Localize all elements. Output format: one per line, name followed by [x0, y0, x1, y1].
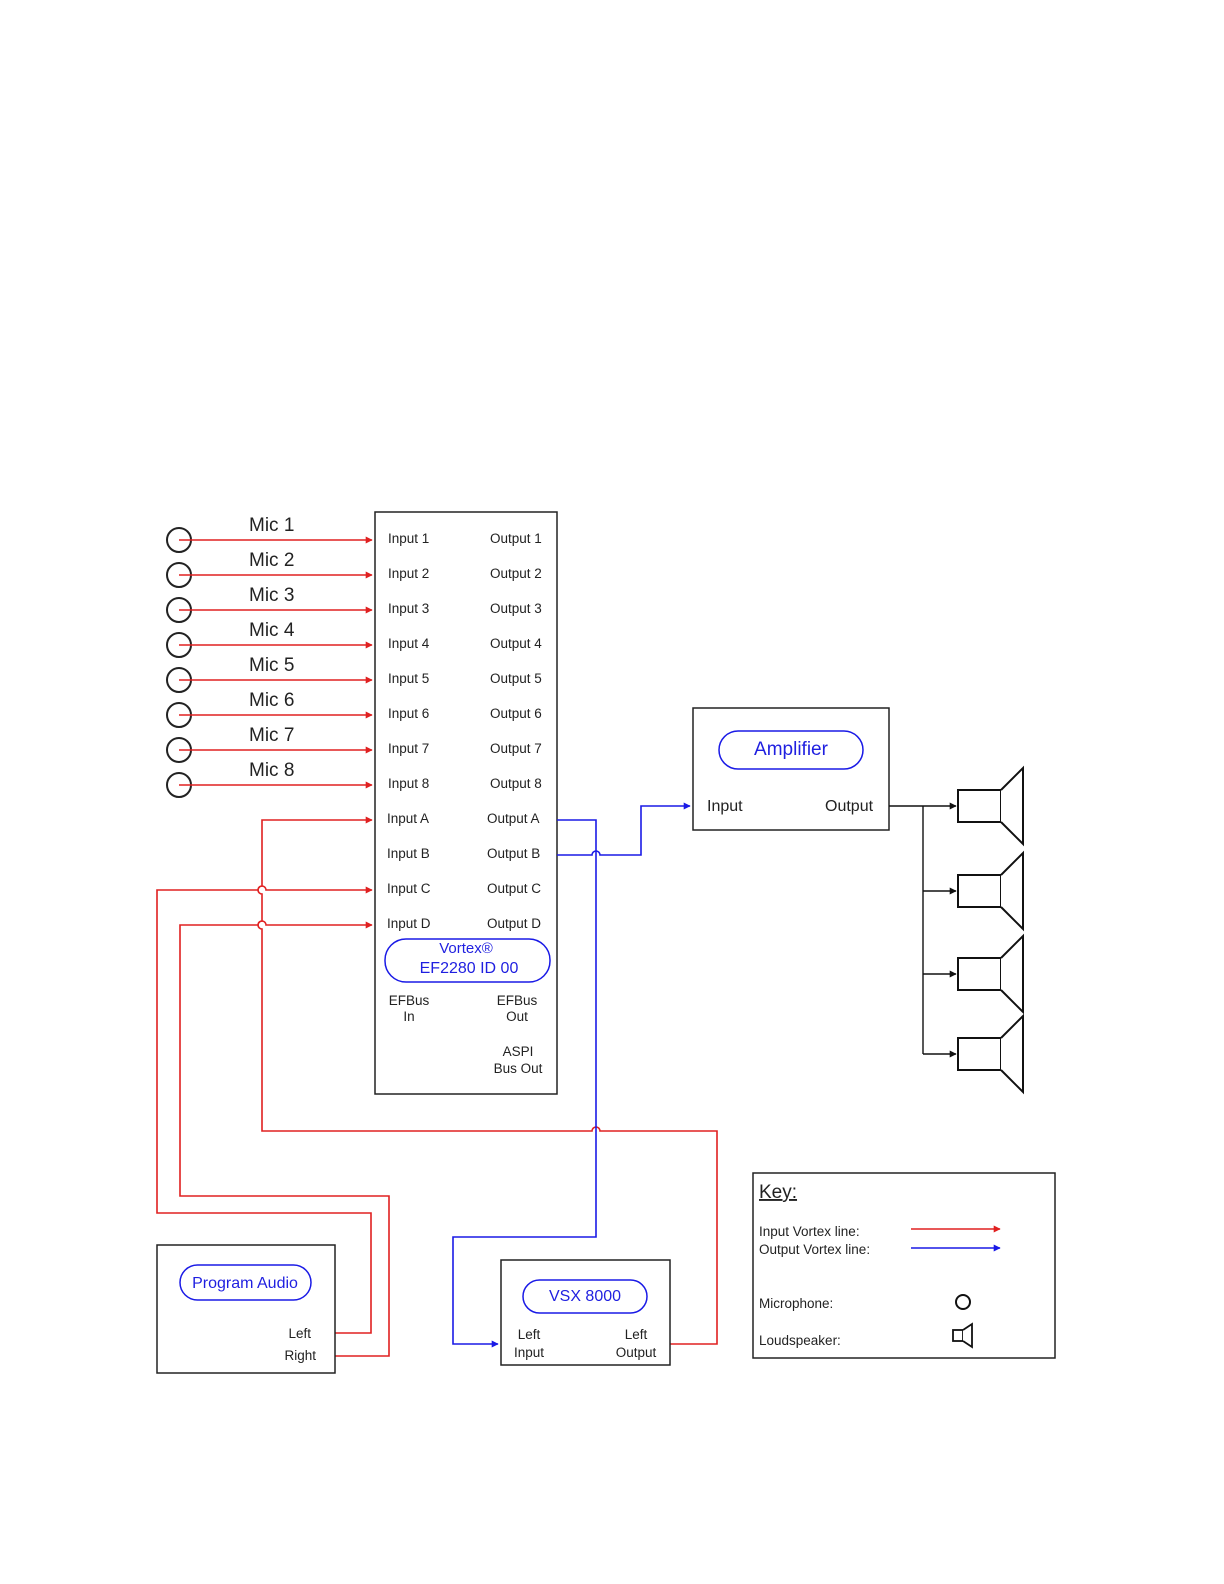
mic-5-label: Mic 5 — [249, 655, 294, 676]
vortex-output-label: Output 7 — [490, 741, 542, 756]
vsx-left-output-label: Output — [616, 1345, 657, 1360]
mic-3: Mic 3 — [166, 585, 373, 623]
efbus-in-label: In — [403, 1009, 414, 1024]
vortex-output-label: Output 2 — [490, 566, 542, 581]
program-audio-left-label: Left — [288, 1326, 311, 1341]
output-a-to-vsx-wire — [452, 819, 597, 1348]
vortex-input-label: Input 4 — [388, 636, 430, 651]
vortex-output-label: Output D — [487, 916, 541, 931]
vsx-left-output-label: Left — [625, 1327, 648, 1342]
loudspeaker-icon — [957, 1013, 1024, 1095]
amplifier-input-label: Input — [707, 798, 743, 815]
loudspeaker-icon — [952, 1322, 973, 1349]
vortex-name-line2: EF2280 ID 00 — [420, 960, 519, 977]
vortex-output-label: Output 1 — [490, 531, 542, 546]
vsx-left-input-label: Left — [518, 1327, 541, 1342]
legend-microphone-label: Microphone: — [759, 1296, 833, 1311]
loudspeaker-icon — [957, 850, 1024, 932]
mic-1-label: Mic 1 — [249, 515, 294, 536]
mic-8: Mic 8 — [166, 760, 373, 798]
vortex-output-label: Output 5 — [490, 671, 542, 686]
mic-3-label: Mic 3 — [249, 585, 294, 606]
mic-4: Mic 4 — [166, 620, 373, 658]
vortex-output-label: Output 4 — [490, 636, 542, 651]
program-audio-right-label: Right — [284, 1348, 316, 1363]
mic-7: Mic 7 — [166, 725, 373, 763]
vsx-title-badge — [522, 1279, 648, 1314]
aspi-bus-out-label: Bus Out — [494, 1061, 543, 1076]
mic-1: Mic 1 — [166, 515, 373, 553]
vortex-name-badge — [384, 938, 551, 983]
legend-input-line-label: Input Vortex line: — [759, 1224, 860, 1239]
amplifier-unit: Amplifier Input Output — [692, 707, 890, 831]
mic-7-label: Mic 7 — [249, 725, 294, 746]
vsx-left-input-label: Input — [514, 1345, 544, 1360]
vortex-outputs: Output 1 Output 2 Output 3 Output 4 Outp… — [487, 531, 542, 931]
speaker-feed — [889, 802, 957, 1058]
vortex-input-label: Input B — [387, 846, 430, 861]
vortex-output-label: Output C — [487, 881, 541, 896]
legend-title: Key: — [759, 1182, 797, 1203]
mic-2: Mic 2 — [166, 550, 373, 588]
efbus-out-label: Out — [506, 1009, 528, 1024]
vortex-input-label: Input 1 — [388, 531, 429, 546]
vortex-output-label: Output A — [487, 811, 540, 826]
program-left-to-input-c-wire — [156, 885, 373, 1334]
output-b-to-amplifier-wire — [557, 802, 691, 856]
vortex-box — [374, 511, 558, 1095]
efbus-in-label: EFBus — [389, 993, 430, 1008]
vortex-output-label: Output 3 — [490, 601, 542, 616]
program-right-to-input-d-wire — [179, 920, 390, 1357]
microphone-icon — [955, 1294, 971, 1310]
amplifier-title: Amplifier — [754, 739, 829, 760]
loudspeaker-icon — [957, 765, 1024, 847]
vortex-input-label: Input D — [387, 916, 431, 931]
amplifier-output-label: Output — [825, 798, 874, 815]
legend: Key: Input Vortex line: Output Vortex li… — [752, 1172, 1056, 1359]
mic-8-label: Mic 8 — [249, 760, 294, 781]
amplifier-title-badge — [718, 730, 864, 770]
vortex-output-label: Output 8 — [490, 776, 542, 791]
speakers — [957, 765, 1024, 1095]
vortex-unit: Input 1 Input 2 Input 3 Input 4 Input 5 … — [374, 511, 558, 1095]
vortex-input-label: Input 3 — [388, 601, 429, 616]
mic-2-label: Mic 2 — [249, 550, 294, 571]
legend-box — [752, 1172, 1056, 1359]
legend-output-line-label: Output Vortex line: — [759, 1242, 870, 1257]
vortex-output-label: Output B — [487, 846, 540, 861]
efbus-out-label: EFBus — [497, 993, 538, 1008]
microphones: Mic 1 Mic 2 Mic 3 Mic 4 Mic 5 Mic 6 — [166, 515, 373, 798]
loudspeaker-icon — [957, 933, 1024, 1015]
vortex-input-label: Input 6 — [388, 706, 429, 721]
program-audio-title: Program Audio — [192, 1275, 298, 1292]
vortex-name-line1: Vortex® — [439, 940, 493, 957]
vsx-unit: VSX 8000 Left Input Left Output — [500, 1259, 671, 1366]
vortex-input-label: Input 8 — [388, 776, 429, 791]
aspi-bus-out-label: ASPI — [503, 1044, 534, 1059]
mic-6: Mic 6 — [166, 690, 373, 728]
vortex-input-label: Input 5 — [388, 671, 429, 686]
mic-6-label: Mic 6 — [249, 690, 294, 711]
vsx-title: VSX 8000 — [549, 1288, 621, 1305]
vortex-inputs: Input 1 Input 2 Input 3 Input 4 Input 5 … — [387, 531, 431, 931]
vortex-output-label: Output 6 — [490, 706, 542, 721]
legend-loudspeaker-label: Loudspeaker: — [759, 1333, 841, 1348]
program-audio-title-badge — [179, 1264, 312, 1301]
program-audio-unit: Program Audio Left Right — [156, 1244, 336, 1374]
vortex-input-label: Input C — [387, 881, 431, 896]
mic-4-label: Mic 4 — [249, 620, 295, 641]
mic-5: Mic 5 — [166, 655, 373, 693]
vortex-input-label: Input 7 — [388, 741, 429, 756]
vortex-input-label: Input 2 — [388, 566, 429, 581]
vortex-input-label: Input A — [387, 811, 429, 826]
